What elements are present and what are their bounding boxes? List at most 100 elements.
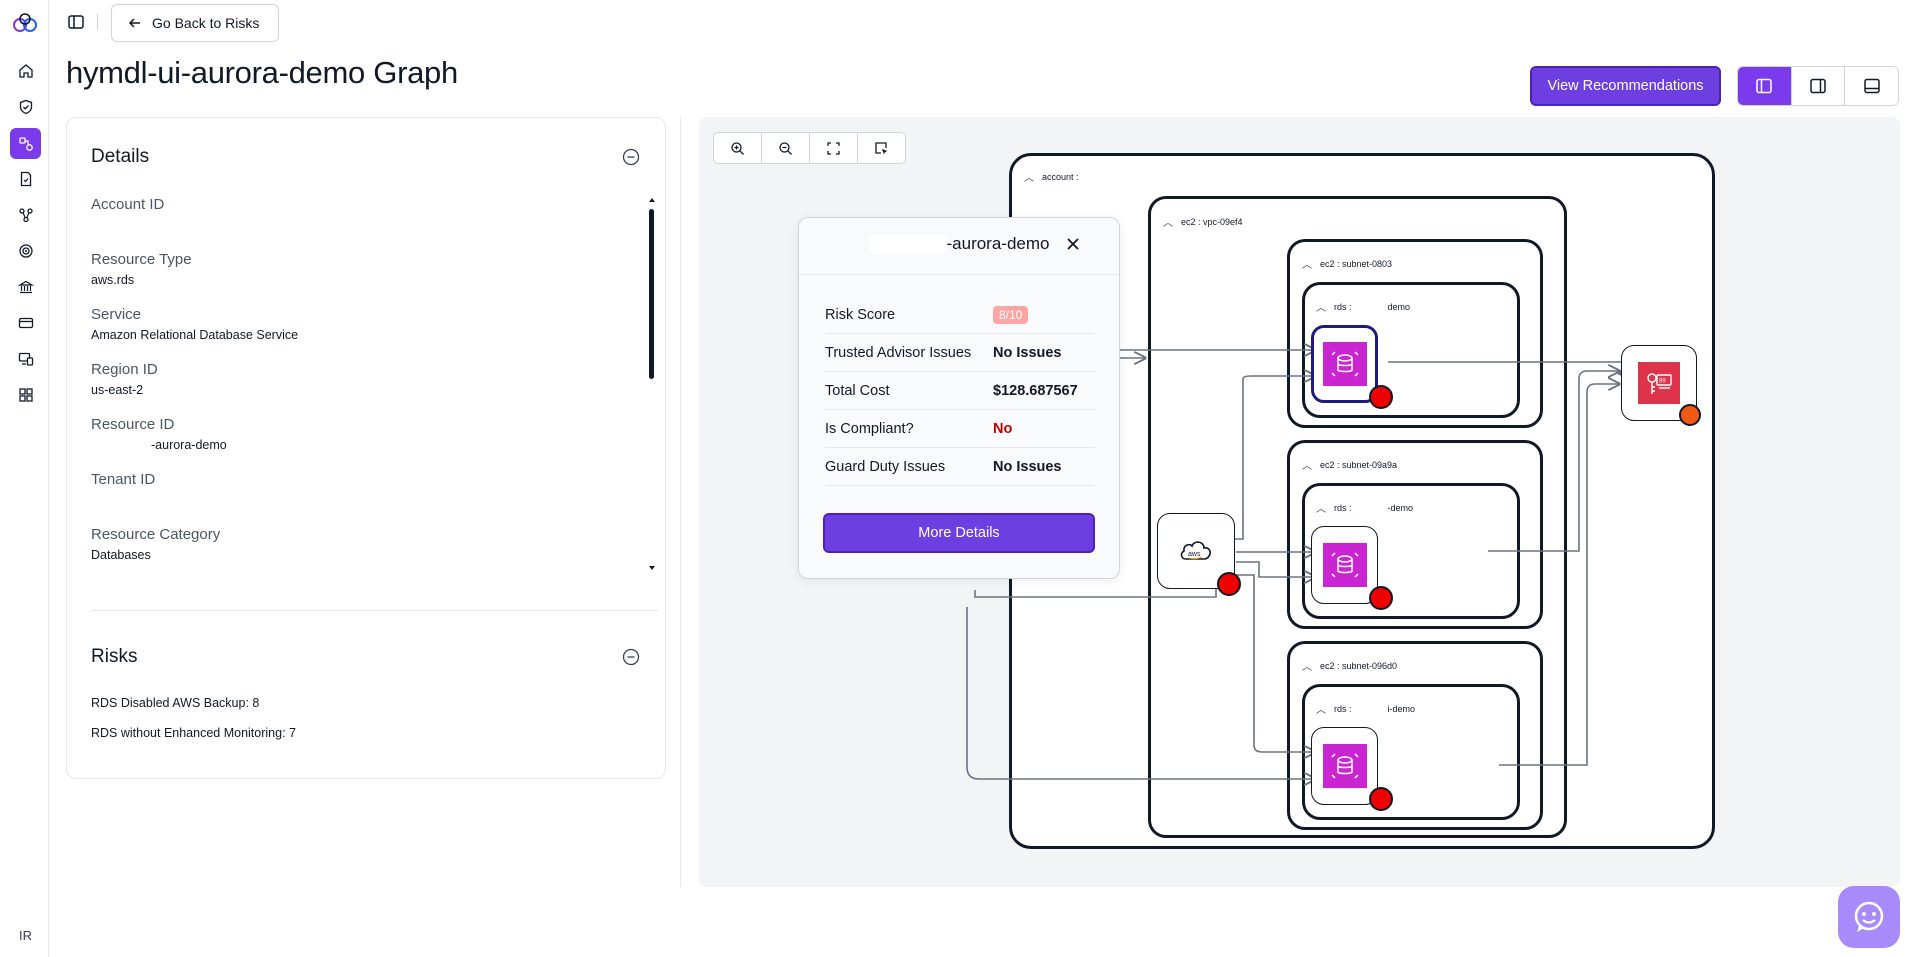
zoom-out-button[interactable]	[762, 133, 810, 163]
chevron-up-icon[interactable]: ︿	[1302, 662, 1312, 673]
popup-value: No Issues	[993, 458, 1062, 475]
service-label: Service	[91, 306, 142, 323]
apps-icon	[18, 387, 33, 402]
resource-popup: -aurora-demo Risk Score 8/10 Trusted Adv…	[798, 217, 1120, 579]
left-sidebar: IR	[0, 0, 49, 957]
svg-text:aws: aws	[1188, 551, 1201, 558]
details-divider	[91, 610, 658, 611]
risk-indicator-dot[interactable]	[1369, 586, 1393, 610]
resource-id-value: -aurora-demo	[151, 438, 227, 452]
iam-node[interactable]: 99	[1621, 345, 1697, 421]
panel-left-icon	[1756, 78, 1773, 94]
chevron-up-icon[interactable]: ︿	[1024, 173, 1034, 184]
subnet-label: ︿ec2 : subnet-096d0	[1302, 658, 1397, 674]
nav-graph[interactable]	[10, 128, 41, 159]
topbar-divider	[97, 14, 98, 30]
popup-title: -aurora-demo	[799, 234, 1119, 258]
rds-database-icon	[1322, 342, 1367, 386]
risk-item: RDS Disabled AWS Backup: 8	[91, 696, 260, 710]
account-label-text: account :	[1042, 171, 1079, 182]
layout-left-panel-button[interactable]	[1738, 67, 1792, 105]
chat-assistant-button[interactable]	[1838, 886, 1900, 948]
view-recommendations-button[interactable]: View Recommendations	[1530, 66, 1721, 106]
arrow-left-icon	[128, 18, 140, 28]
vpc-container	[1148, 196, 1567, 838]
subnet-label: ︿ec2 : subnet-09a9a	[1302, 457, 1397, 473]
devices-icon	[18, 352, 33, 366]
nav-apps[interactable]	[10, 379, 41, 410]
popup-value: $128.687567	[993, 382, 1078, 399]
close-icon[interactable]	[1065, 236, 1081, 252]
rds-node[interactable]	[1311, 727, 1378, 805]
workflow-icon	[18, 207, 33, 222]
more-details-button[interactable]: More Details	[823, 513, 1095, 553]
chevron-up-icon[interactable]: ︿	[1302, 260, 1312, 271]
risk-indicator-dot[interactable]	[1369, 385, 1393, 409]
rds-label-text: rds :	[1334, 301, 1352, 312]
radar-icon	[18, 243, 33, 258]
nav-devices[interactable]	[10, 343, 41, 374]
zoom-toolbar	[713, 132, 906, 164]
rds-label-suffix: i-demo	[1387, 703, 1416, 714]
nav-reports[interactable]	[10, 163, 41, 194]
nav-security[interactable]	[10, 91, 41, 122]
popup-row-total-cost: Total Cost $128.687567	[825, 372, 1095, 410]
nav-compliance[interactable]	[10, 271, 41, 302]
nav-billing[interactable]	[10, 307, 41, 338]
sidebar-toggle-icon[interactable]	[67, 13, 85, 31]
select-tool-button[interactable]	[858, 133, 905, 163]
rds-node[interactable]	[1311, 526, 1378, 604]
zoom-in-button[interactable]	[714, 133, 762, 163]
details-scrollbar[interactable]	[649, 209, 654, 379]
risk-indicator-dot[interactable]	[1217, 572, 1241, 596]
chevron-up-icon[interactable]: ︿	[1316, 504, 1326, 515]
nav-workflow[interactable]	[10, 199, 41, 230]
collapse-risks-icon[interactable]	[622, 648, 640, 666]
go-back-button[interactable]: Go Back to Risks	[111, 4, 279, 42]
popup-key: Total Cost	[825, 382, 890, 399]
panel-right-icon	[1810, 78, 1826, 94]
resource-type-value: aws.rds	[91, 273, 135, 287]
layout-bottom-panel-button[interactable]	[1845, 67, 1898, 105]
redacted-mask	[868, 235, 947, 254]
panel-bottom-icon	[1863, 78, 1880, 94]
subnet-label: ︿ ec2 : subnet-0803	[1302, 256, 1393, 272]
details-title: Details	[91, 146, 150, 167]
popup-key: Is Compliant?	[825, 420, 914, 437]
rds-database-icon	[1322, 744, 1367, 788]
popup-key: Guard Duty Issues	[825, 458, 946, 475]
warning-indicator-dot[interactable]	[1679, 404, 1701, 426]
chevron-up-icon[interactable]: ︿	[1302, 461, 1312, 472]
user-avatar[interactable]: IR	[19, 927, 32, 943]
resource-category-label: Resource Category	[91, 526, 221, 543]
details-card: Details Account ID Resource Type aws.rds…	[66, 117, 666, 779]
app-logo[interactable]	[12, 12, 39, 34]
chevron-up-icon[interactable]: ︿	[1316, 303, 1326, 314]
region-id-label: Region ID	[91, 361, 158, 378]
popup-row-trusted-advisor: Trusted Advisor Issues No Issues	[825, 334, 1095, 372]
chevron-up-icon[interactable]: ︿	[1316, 705, 1326, 716]
chevron-up-icon[interactable]: ︿	[1163, 218, 1173, 229]
collapse-details-icon[interactable]	[622, 148, 640, 166]
nav-radar[interactable]	[10, 235, 41, 266]
cursor-select-icon	[875, 141, 888, 154]
graph-edges	[966, 117, 1900, 887]
account-label: ︿ account :	[1024, 169, 1079, 185]
subnet-label-text: ec2 : subnet-0803	[1320, 258, 1393, 269]
rds-node-selected[interactable]	[1311, 325, 1378, 403]
zoom-in-icon	[731, 141, 744, 155]
zoom-out-icon	[779, 141, 792, 155]
layout-right-panel-button[interactable]	[1791, 67, 1846, 105]
risk-indicator-dot[interactable]	[1369, 787, 1393, 811]
scroll-up-icon[interactable]	[648, 196, 656, 204]
scroll-down-icon[interactable]	[648, 564, 656, 572]
resource-type-label: Resource Type	[91, 251, 192, 268]
fit-view-button[interactable]	[810, 133, 858, 163]
region-id-value: us-east-2	[91, 383, 144, 397]
popup-key: Trusted Advisor Issues	[825, 344, 972, 361]
account-id-label: Account ID	[91, 196, 165, 213]
report-icon	[20, 171, 31, 186]
graph-icon	[18, 136, 33, 151]
popup-row-compliant: Is Compliant? No	[825, 410, 1095, 448]
nav-home[interactable]	[10, 55, 41, 86]
